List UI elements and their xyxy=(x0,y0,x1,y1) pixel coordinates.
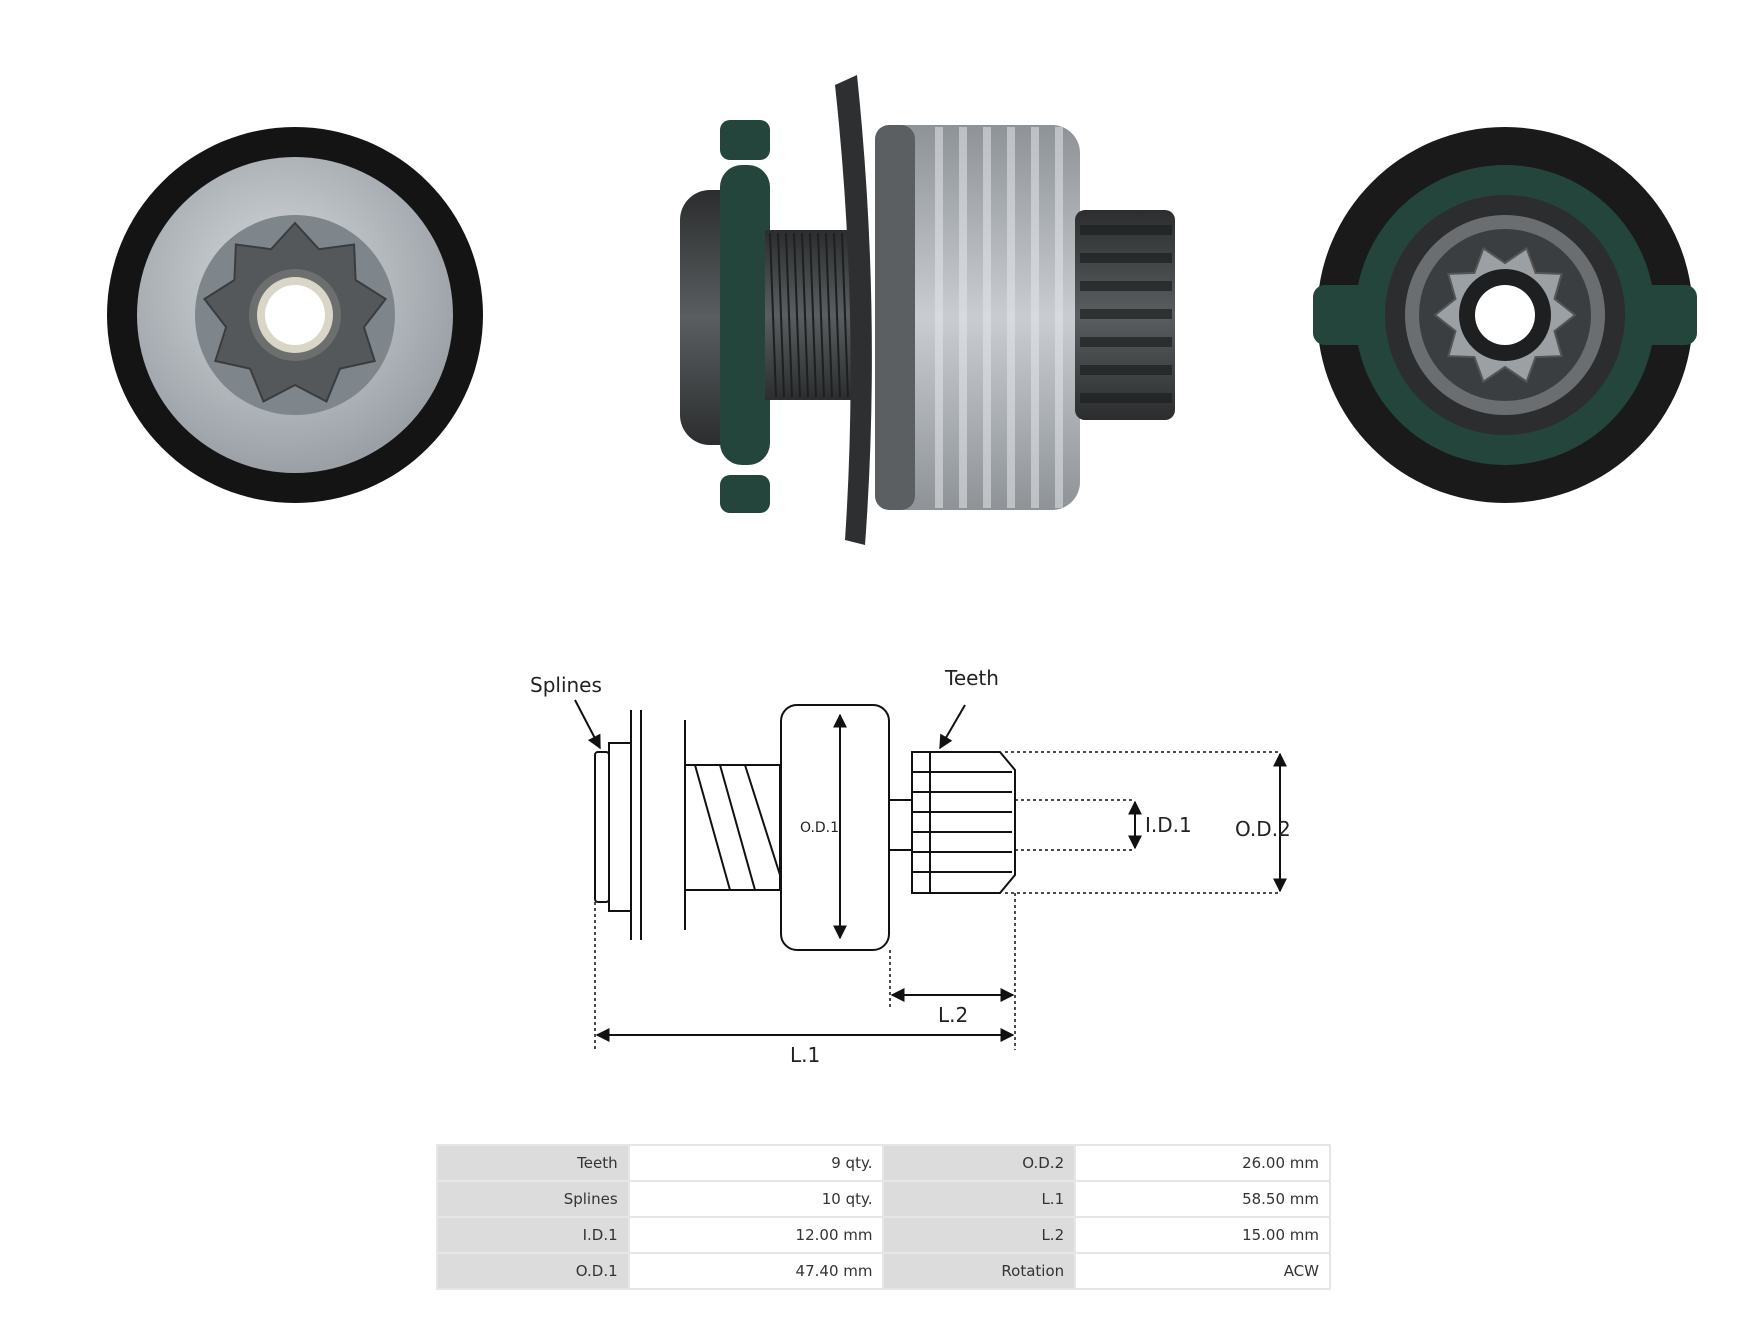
spec-row: I.D.1 12.00 mm L.2 15.00 mm xyxy=(438,1218,1329,1252)
spec-value: ACW xyxy=(1076,1254,1329,1288)
spec-key: Splines xyxy=(438,1182,628,1216)
spec-value: 26.00 mm xyxy=(1076,1146,1329,1180)
splines-label: Splines xyxy=(530,673,602,697)
spec-table: Teeth 9 qty. O.D.2 26.00 mm Splines 10 q… xyxy=(436,1144,1331,1290)
spec-value: 47.40 mm xyxy=(629,1254,883,1288)
teeth-pointer xyxy=(939,704,966,750)
clutch-housing xyxy=(875,125,1080,510)
front-view-photo xyxy=(107,127,483,503)
spec-value: 15.00 mm xyxy=(1076,1218,1329,1252)
spec-row: Splines 10 qty. L.1 58.50 mm xyxy=(438,1182,1329,1216)
spec-value: 9 qty. xyxy=(629,1146,883,1180)
housing-rim xyxy=(875,125,915,510)
bore-hole-back xyxy=(1475,285,1535,345)
teeth-label: Teeth xyxy=(944,666,999,690)
helix-spring-lines xyxy=(694,764,781,891)
spec-key: O.D.1 xyxy=(438,1254,628,1288)
spec-key: Teeth xyxy=(438,1146,628,1180)
spec-value: 10 qty. xyxy=(629,1182,883,1216)
spec-row: Teeth 9 qty. O.D.2 26.00 mm xyxy=(438,1146,1329,1180)
side-view-photo xyxy=(680,75,1175,545)
id1-label: I.D.1 xyxy=(1145,813,1192,837)
l1-label: L.1 xyxy=(790,1043,820,1067)
extension-lines xyxy=(594,751,1280,1050)
spec-key: L.2 xyxy=(884,1218,1075,1252)
pinion-outline xyxy=(911,751,1016,894)
spec-value: 12.00 mm xyxy=(629,1218,883,1252)
green-plastic-ring xyxy=(720,165,770,465)
housing-bands xyxy=(935,127,1063,508)
od1-label: O.D.1 xyxy=(800,820,839,836)
pinion-tooth-lines xyxy=(912,752,1012,893)
pinion-teeth xyxy=(1080,225,1172,403)
spec-key: Rotation xyxy=(884,1254,1075,1288)
bore-hole xyxy=(265,285,325,345)
housing-outline xyxy=(780,704,890,951)
back-view-photo xyxy=(1313,127,1697,503)
green-tab-top xyxy=(720,120,770,160)
l2-label: L.2 xyxy=(938,1003,968,1027)
spec-key: I.D.1 xyxy=(438,1218,628,1252)
washer-disc xyxy=(835,75,872,545)
green-tab-bottom xyxy=(720,475,770,513)
spec-key: O.D.2 xyxy=(884,1146,1075,1180)
spec-row: O.D.1 47.40 mm Rotation ACW xyxy=(438,1254,1329,1288)
od2-label: O.D.2 xyxy=(1235,817,1291,841)
spec-key: L.1 xyxy=(884,1182,1075,1216)
splines-pointer xyxy=(574,699,601,750)
dimension-diagram: Splines Teeth O.D.1 I.D.1 O.D.2 L.2 L.1 xyxy=(530,666,1291,1067)
spline-end-outline xyxy=(594,751,610,903)
spec-value: 58.50 mm xyxy=(1076,1182,1329,1216)
collar-outline xyxy=(608,742,632,912)
